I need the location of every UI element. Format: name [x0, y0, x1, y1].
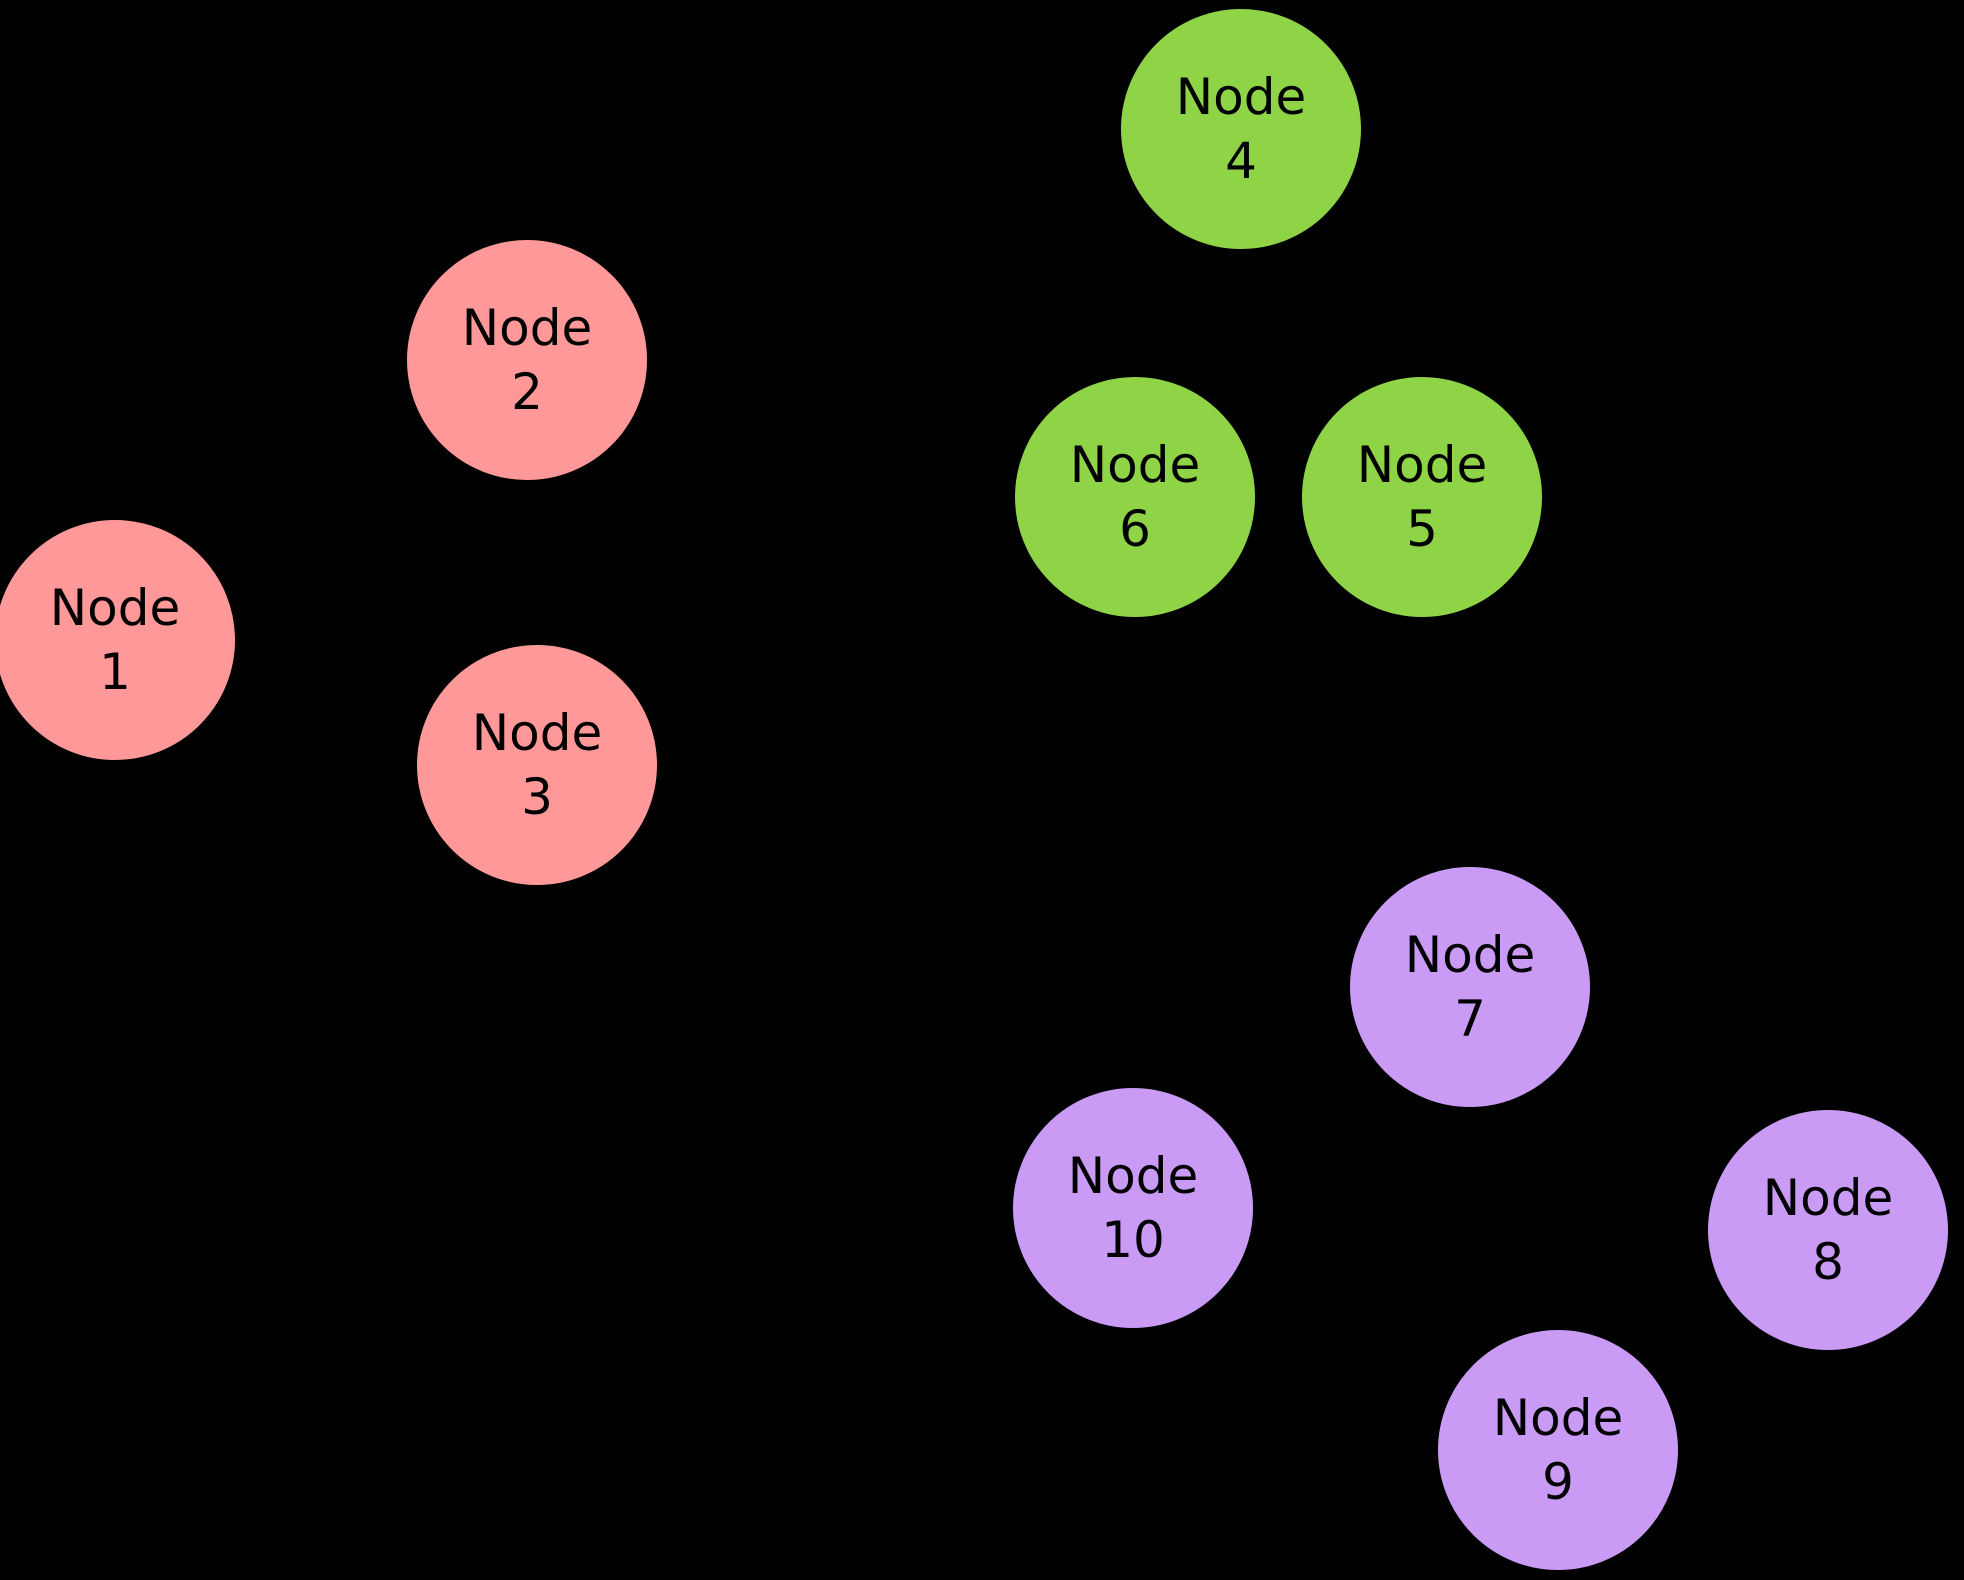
- node-label-number: 7: [1454, 990, 1486, 1048]
- node-label-number: 1: [99, 643, 131, 701]
- graph-node-9[interactable]: Node 9: [1433, 1325, 1683, 1575]
- node-label-number: 5: [1406, 500, 1438, 558]
- node-label-word: Node: [1069, 436, 1201, 494]
- node-label-word: Node: [1492, 1389, 1624, 1447]
- node-label-number: 3: [521, 768, 553, 826]
- node-label-word: Node: [1404, 926, 1536, 984]
- node-label-word: Node: [49, 579, 181, 637]
- node-label-number: 6: [1119, 500, 1151, 558]
- graph-node-6[interactable]: Node 6: [1010, 372, 1260, 622]
- node-label-number: 4: [1225, 132, 1257, 190]
- node-label-number: 10: [1101, 1211, 1165, 1269]
- graph-node-3[interactable]: Node 3: [412, 640, 662, 890]
- node-label-word: Node: [1067, 1147, 1199, 1205]
- node-label-word: Node: [1762, 1169, 1894, 1227]
- node-label-word: Node: [471, 704, 603, 762]
- graph-node-8[interactable]: Node 8: [1703, 1105, 1953, 1355]
- node-label-number: 8: [1812, 1233, 1844, 1291]
- node-label-word: Node: [1356, 436, 1488, 494]
- graph-node-5[interactable]: Node 5: [1297, 372, 1547, 622]
- graph-node-7[interactable]: Node 7: [1345, 862, 1595, 1112]
- graph-node-1[interactable]: Node 1: [0, 515, 240, 765]
- node-label-word: Node: [461, 299, 593, 357]
- graph-node-4[interactable]: Node 4: [1116, 4, 1366, 254]
- node-label-number: 9: [1542, 1453, 1574, 1511]
- node-label-number: 2: [511, 363, 543, 421]
- node-label-word: Node: [1175, 68, 1307, 126]
- graph-node-2[interactable]: Node 2: [402, 235, 652, 485]
- graph-node-10[interactable]: Node 10: [1008, 1083, 1258, 1333]
